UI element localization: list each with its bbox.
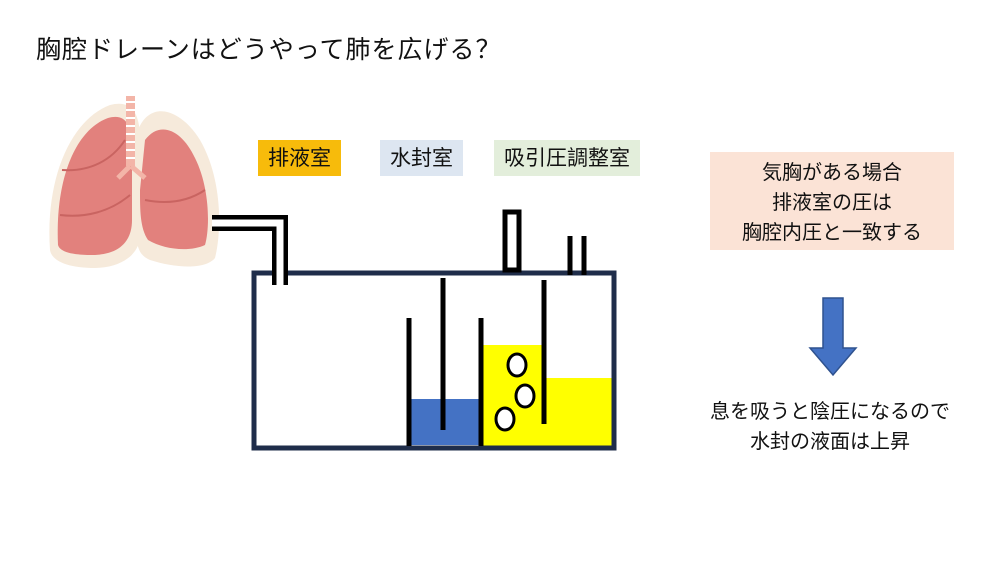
- note-line-2: 排液室の圧は: [772, 190, 892, 214]
- water-seal-chamber-label: 水封室: [380, 140, 463, 176]
- lung-icon: [49, 96, 220, 268]
- caption-line-2: 水封の液面は上昇: [750, 429, 910, 453]
- down-arrow-icon: [808, 297, 858, 377]
- inspiration-caption: 息を吸うと陰圧になるので 水封の液面は上昇: [660, 396, 1000, 456]
- air-bubbles: [494, 352, 536, 432]
- pneumothorax-note: 気胸がある場合 排液室の圧は 胸腔内圧と一致する: [710, 152, 954, 250]
- drainage-unit: [251, 270, 617, 451]
- page-title: 胸腔ドレーンはどうやって肺を広げる？: [36, 35, 502, 64]
- drain-chamber-label: 排液室: [258, 140, 341, 176]
- patient-tube: [212, 215, 288, 285]
- atmosphere-vent-tube: [502, 209, 522, 273]
- note-line-3: 胸腔内圧と一致する: [742, 220, 922, 244]
- caption-line-1: 息を吸うと陰圧になるので: [710, 399, 950, 423]
- suction-chamber-label: 吸引圧調整室: [494, 140, 640, 176]
- note-line-1: 気胸がある場合: [762, 160, 902, 184]
